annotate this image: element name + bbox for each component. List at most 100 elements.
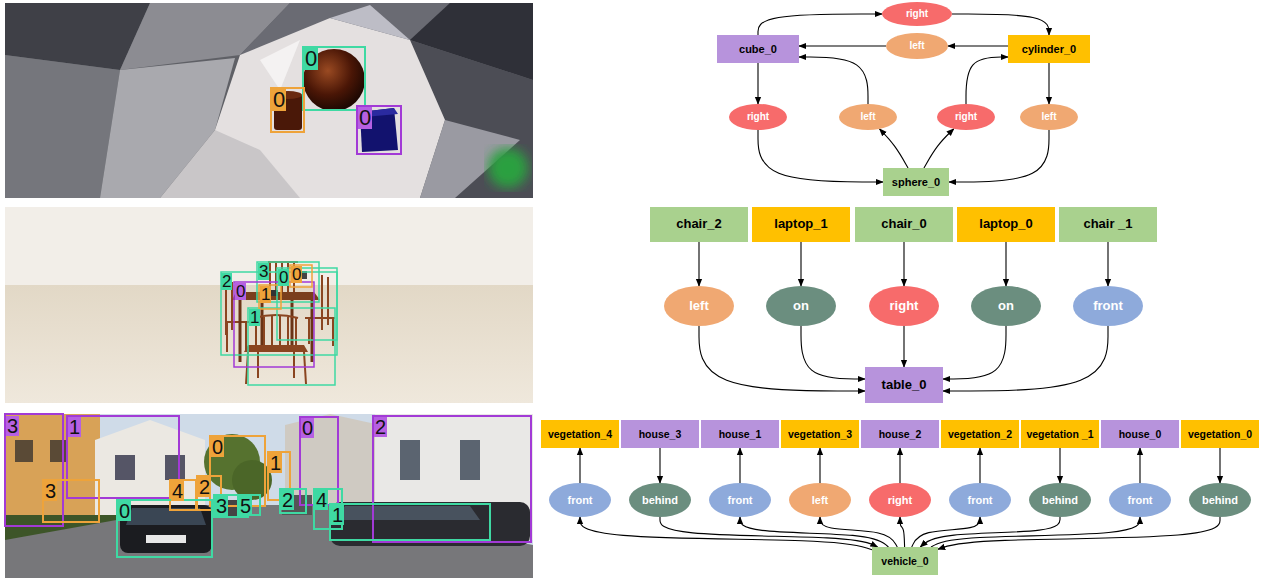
render-photo	[5, 55, 120, 198]
bounding-box	[259, 285, 281, 309]
relation-ellipse: right	[729, 104, 787, 130]
relation-arrow	[979, 448, 980, 483]
node-label: chair_2	[676, 217, 722, 232]
render-photo	[5, 3, 533, 198]
node-label: on	[793, 299, 809, 314]
object-box: cube_0	[717, 35, 799, 63]
callout-number: 0	[272, 89, 286, 111]
relation-arrow	[1059, 448, 1060, 483]
relation-arrow	[1139, 448, 1140, 483]
relation-arrow	[758, 130, 883, 182]
callout-number: 0	[304, 48, 318, 70]
object-box: table_0	[865, 367, 943, 403]
indoor-photo	[295, 318, 297, 345]
node-label: house_2	[879, 428, 922, 440]
indoor-photo	[271, 316, 273, 345]
node-label: left	[861, 111, 876, 123]
object-box: house_3	[621, 420, 699, 448]
connector-group	[580, 14, 1220, 550]
callout-number: 2	[221, 273, 232, 290]
relation-arrow	[699, 326, 865, 391]
node-label: front	[1127, 494, 1152, 507]
relation-ellipse: on	[971, 286, 1041, 326]
indoor-photo	[287, 317, 289, 345]
node-label: vegetation_3	[788, 428, 852, 440]
bounding-box	[234, 282, 314, 367]
callout-number: 0	[291, 266, 302, 283]
node-label: house_0	[1119, 428, 1162, 440]
street-photo	[165, 455, 185, 480]
bounding-box	[43, 480, 99, 522]
callout-number: 0	[358, 107, 372, 129]
bounding-box	[330, 504, 490, 540]
node-label: vegetation_0	[1188, 428, 1252, 440]
node-label: on	[998, 299, 1014, 314]
node-label: left	[812, 494, 829, 507]
relation-arrow	[740, 517, 888, 547]
ellipse-fill	[869, 286, 939, 326]
relation-arrow	[1219, 448, 1220, 483]
object-box: chair _1	[1059, 207, 1157, 242]
callout-number: 3	[44, 481, 57, 501]
indoor-photo	[244, 345, 308, 352]
relation-arrow	[660, 517, 878, 547]
relation-arrow	[924, 129, 954, 168]
relation-arrow	[819, 448, 820, 483]
indoor-photo	[239, 300, 242, 362]
indoor-photo	[257, 352, 259, 378]
node-label: cylinder_0	[1022, 43, 1076, 56]
node-label: left	[910, 40, 925, 52]
object-box: chair_0	[855, 207, 953, 242]
relation-ellipse: right	[882, 2, 952, 26]
relation-ellipse: front	[1109, 483, 1171, 517]
bounding-box	[117, 500, 212, 557]
ellipse-fill	[949, 483, 1011, 517]
street-photo	[400, 440, 420, 480]
relation-ellipse: left	[664, 286, 734, 326]
street-photo	[335, 506, 480, 520]
object-box: sphere_0	[883, 168, 949, 196]
ellipse-fill	[709, 483, 771, 517]
callout-number: 3	[215, 496, 228, 516]
render-photo	[260, 40, 300, 90]
relation-ellipse: left	[886, 33, 948, 59]
object-box: vegetation_0	[1181, 420, 1259, 448]
ellipse-fill	[869, 483, 931, 517]
ellipse-fill	[839, 104, 897, 130]
node-label: right	[747, 111, 769, 123]
callout-number: 2	[198, 477, 211, 497]
street-photo	[5, 414, 533, 578]
relation-arrow	[1048, 63, 1049, 104]
relation-arrow	[899, 448, 900, 483]
relation-arrow	[758, 14, 882, 35]
ellipse-fill	[1029, 483, 1091, 517]
relation-ellipse: on	[766, 286, 836, 326]
node-label: house_3	[639, 428, 682, 440]
indoor-photo	[254, 315, 298, 318]
node-label: front	[727, 494, 752, 507]
indoor-photo	[304, 352, 306, 384]
object-box: chair_2	[650, 207, 748, 242]
node-label: right	[906, 8, 928, 20]
bounding-box	[280, 489, 306, 513]
ellipse-fill	[766, 286, 836, 326]
street-photo	[330, 502, 530, 546]
callout-number: 1	[68, 417, 81, 437]
relation-ellipse: front	[1073, 286, 1143, 326]
node-label: table_0	[882, 378, 927, 393]
ellipse-fill	[549, 483, 611, 517]
bounding-box	[238, 495, 260, 515]
relation-arrow	[952, 14, 1049, 35]
node-label: vehicle_0	[881, 555, 928, 567]
relation-arrow	[1107, 242, 1108, 287]
callout-number: 1	[331, 505, 344, 525]
ellipse-fill	[1020, 104, 1078, 130]
street-photo	[146, 535, 186, 543]
street-photo	[5, 414, 533, 578]
indoor-photo	[245, 322, 247, 350]
relation-arrow	[799, 45, 886, 46]
ellipse-fill	[937, 104, 995, 130]
node-label: cube_0	[739, 43, 777, 56]
render-photo	[5, 3, 533, 198]
